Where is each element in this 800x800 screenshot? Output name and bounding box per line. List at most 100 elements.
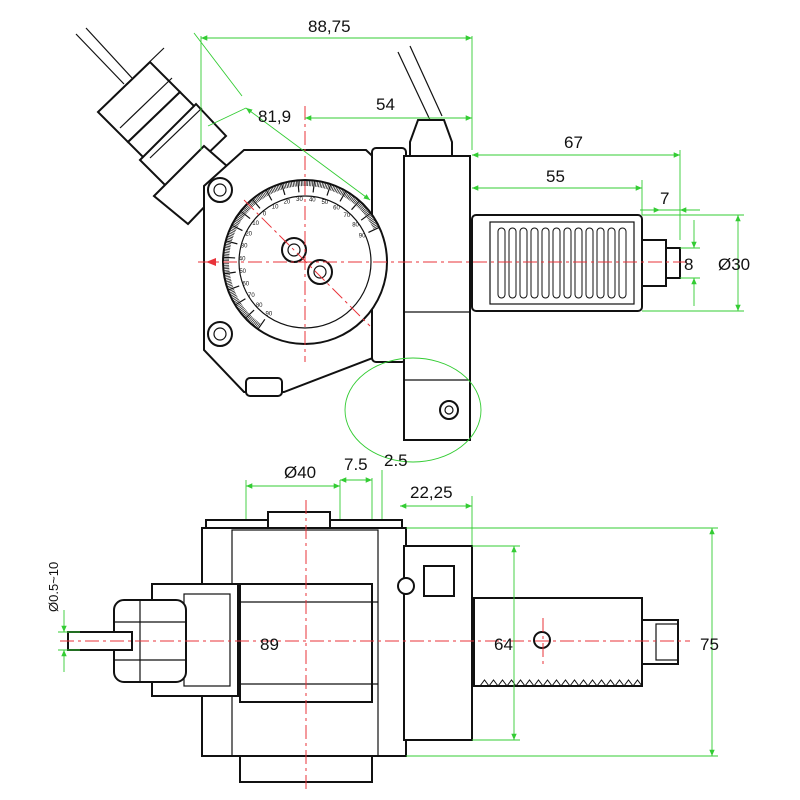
scale-tick bbox=[230, 227, 236, 232]
scale-tick bbox=[370, 219, 376, 224]
dim-offset-b: 2.5 bbox=[384, 451, 408, 470]
scale-label: 70 bbox=[248, 293, 255, 299]
serration bbox=[541, 227, 550, 299]
side-view: Ø40 7.5 2.5 22,25 bbox=[46, 451, 719, 790]
scale-tick bbox=[251, 198, 261, 209]
scale-tick bbox=[226, 284, 233, 288]
scale-tick bbox=[247, 316, 253, 321]
scale-label: 60 bbox=[242, 282, 249, 288]
scale-label: 40 bbox=[239, 256, 246, 262]
scale-tick bbox=[237, 214, 243, 219]
tooth bbox=[533, 679, 544, 687]
serration bbox=[585, 227, 594, 299]
scale-tick bbox=[224, 243, 231, 246]
side-shank-serrations bbox=[479, 679, 643, 687]
scale-tick bbox=[232, 223, 238, 227]
scale-tick bbox=[225, 281, 232, 285]
scale-tick bbox=[368, 226, 380, 233]
clamp-block bbox=[403, 155, 471, 441]
dim-spindle-offset: 54 bbox=[376, 95, 395, 114]
scale-tick bbox=[362, 208, 368, 214]
dim-tip-length: 7 bbox=[660, 189, 669, 208]
dim-overall-height: 75 bbox=[700, 635, 719, 654]
scale-tick bbox=[225, 280, 232, 283]
scale-label: 30 bbox=[241, 244, 248, 250]
scale-tick bbox=[367, 215, 373, 220]
scale-tick bbox=[234, 219, 241, 223]
scale-tick bbox=[225, 242, 232, 245]
scale-label: 10 bbox=[272, 205, 279, 211]
tooth bbox=[497, 679, 508, 687]
tooth bbox=[578, 679, 589, 687]
scale-tick bbox=[254, 322, 260, 328]
scale-tick bbox=[229, 229, 236, 233]
scale-tick bbox=[237, 305, 244, 310]
scale-tick bbox=[235, 302, 242, 307]
scale-label: 70 bbox=[344, 213, 351, 219]
scale-tick bbox=[238, 306, 244, 311]
scale-tick bbox=[228, 230, 235, 234]
scale-tick bbox=[257, 318, 266, 330]
tooth bbox=[515, 679, 526, 687]
scale-tick bbox=[233, 221, 239, 226]
scale-tick bbox=[360, 206, 366, 211]
scale-tick bbox=[242, 208, 248, 213]
serration bbox=[574, 227, 583, 299]
side-dimensions: Ø0.5~10 89 64 75 bbox=[46, 527, 719, 757]
scale-label: 80 bbox=[352, 222, 359, 228]
scale-tick bbox=[236, 304, 243, 309]
scale-tick bbox=[250, 200, 256, 206]
scale-tick bbox=[227, 234, 234, 237]
tooth bbox=[632, 679, 643, 687]
scale-tick bbox=[228, 289, 235, 292]
scale-tick bbox=[249, 318, 255, 324]
scale-tick bbox=[242, 311, 248, 317]
scale-tick bbox=[363, 210, 369, 215]
serration bbox=[563, 227, 572, 299]
serration bbox=[519, 227, 528, 299]
scale-tick bbox=[223, 248, 231, 251]
dim-clamping-range: Ø0.5~10 bbox=[46, 562, 61, 612]
scale-tick bbox=[372, 224, 379, 228]
scale-tick bbox=[361, 207, 367, 213]
dim-shank-diameter: Ø30 bbox=[718, 255, 750, 274]
scale-label: 20 bbox=[284, 200, 291, 206]
scale-tick bbox=[360, 212, 372, 221]
tooth bbox=[605, 679, 616, 687]
scale-tick bbox=[253, 321, 258, 327]
scale-tick bbox=[226, 283, 233, 286]
scale-tick bbox=[238, 213, 244, 218]
tooth bbox=[488, 679, 499, 687]
scale-tick bbox=[248, 317, 254, 323]
scale-tick bbox=[231, 296, 238, 300]
clamp-screw bbox=[439, 400, 459, 420]
dim-shank-height: 64 bbox=[494, 635, 513, 654]
housing-bolt-bottom bbox=[207, 321, 233, 347]
scale-tick bbox=[223, 271, 236, 275]
top-dimensions: 88,75 81,9 54 67 55 7 8 Ø bbox=[193, 17, 750, 312]
tooth bbox=[587, 679, 598, 687]
scale-tick bbox=[232, 297, 239, 302]
scale-tick bbox=[227, 286, 234, 289]
scale-tick bbox=[231, 224, 243, 232]
scale-tick bbox=[373, 225, 379, 229]
scale-tick bbox=[245, 204, 251, 210]
dim-shank-length: 55 bbox=[546, 167, 565, 186]
scale-tick bbox=[243, 312, 249, 318]
scale-tick bbox=[359, 205, 365, 210]
dim-collet-diameter: Ø40 bbox=[284, 463, 316, 482]
scale-tick bbox=[354, 199, 359, 205]
scale-tick bbox=[244, 205, 250, 211]
serration bbox=[552, 227, 561, 299]
hub-bolt-lower bbox=[307, 259, 333, 285]
scale-tick bbox=[231, 294, 237, 299]
scale-tick bbox=[371, 222, 378, 227]
tooth bbox=[623, 679, 634, 687]
tooth bbox=[524, 679, 535, 687]
scale-tick bbox=[246, 315, 252, 320]
serration bbox=[508, 227, 517, 299]
scale-label: 40 bbox=[309, 197, 316, 203]
scale-tick bbox=[252, 320, 257, 326]
